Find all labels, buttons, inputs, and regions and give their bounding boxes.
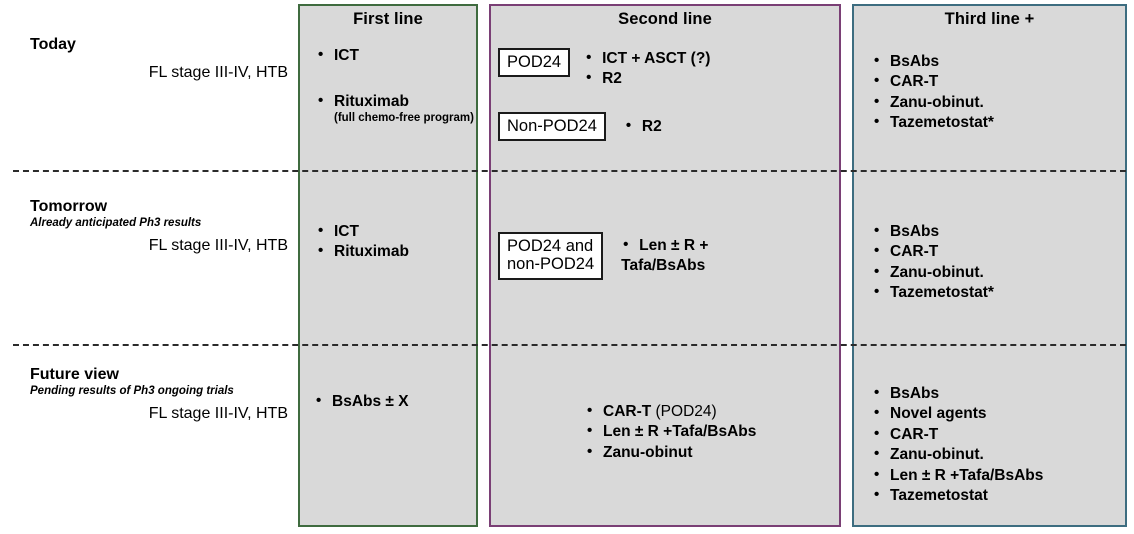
list-item: Len ± R +Tafa/BsAbs (621, 235, 708, 277)
column-header-third-line: Third line + (944, 10, 1035, 28)
era-label-today: Today FL stage III-IV, HTB (30, 36, 288, 82)
cell-future-first-line: BsAbs ± X (314, 391, 409, 412)
list-item: BsAbs (872, 383, 1043, 404)
tag-pod24: POD24 (498, 48, 571, 78)
list-item: Zanu-obinut (585, 442, 756, 463)
list-item: Len ± R +Tafa/BsAbs (585, 421, 756, 442)
list-item: CAR-T (872, 424, 1043, 445)
tag-pod24-and-non-pod24: POD24 and non-POD24 (498, 232, 604, 280)
era-subtitle-tomorrow: Already anticipated Ph3 results (30, 217, 202, 230)
list-item-qualifier: (POD24) (651, 403, 717, 420)
era-stage-tomorrow: FL stage III-IV, HTB (148, 237, 288, 255)
list-item: CAR-T (POD24) (585, 401, 756, 422)
list-item: ICT + ASCT (?) (584, 48, 710, 69)
list-item: Rituximab (316, 241, 409, 262)
list-item: BsAbs ± X (314, 391, 409, 412)
column-header-second-line: Second line (618, 10, 712, 28)
list-item: Novel agents (872, 403, 1043, 424)
era-title-today: Today (30, 36, 76, 53)
list-item: Len ± R +Tafa/BsAbs (872, 465, 1043, 486)
column-header-first-line: First line (353, 10, 423, 28)
era-stage-future: FL stage III-IV, HTB (148, 405, 288, 423)
list-item: Zanu-obinut. (872, 92, 994, 113)
list-item: BsAbs (872, 221, 994, 242)
list-item: Zanu-obinut. (872, 444, 1043, 465)
list-item: BsAbs (872, 51, 994, 72)
cell-tomorrow-first-line: ICT Rituximab (316, 221, 409, 263)
list-item: R2 (584, 68, 710, 89)
cell-future-third-line: BsAbs Novel agents CAR-T Zanu-obinut. Le… (872, 383, 1043, 507)
cell-today-second-line-non-pod24: Non-POD24 R2 (498, 112, 662, 142)
list-item-wrap: Tafa/BsAbs (621, 257, 706, 275)
era-title-tomorrow: Tomorrow (30, 198, 108, 215)
cell-future-second-line: CAR-T (POD24) Len ± R +Tafa/BsAbs Zanu-o… (585, 401, 756, 463)
list-item: CAR-T (872, 71, 994, 92)
row-divider-tomorrow-future (13, 344, 1126, 346)
tag-non-pod24: Non-POD24 (498, 112, 606, 142)
column-frame-first-line (298, 4, 478, 527)
list-item: ICT (316, 221, 409, 242)
list-item: R2 (624, 116, 662, 137)
era-title-future: Future view (30, 366, 119, 383)
list-item: Rituximab(full chemo-free program) (316, 91, 474, 125)
list-item: Tazemetostat (872, 485, 1043, 506)
era-stage-today: FL stage III-IV, HTB (148, 64, 288, 82)
era-label-future: Future view Pending results of Ph3 ongoi… (30, 366, 288, 423)
list-item: Tazemetostat* (872, 282, 994, 303)
cell-tomorrow-second-line: POD24 and non-POD24 Len ± R +Tafa/BsAbs (498, 232, 708, 280)
list-item-note: (full chemo-free program) (334, 111, 474, 124)
cell-today-first-line: ICT Rituximab(full chemo-free program) (316, 45, 474, 126)
list-item: CAR-T (872, 241, 994, 262)
list-item: Zanu-obinut. (872, 262, 994, 283)
era-subtitle-future: Pending results of Ph3 ongoing trials (30, 385, 234, 398)
list-item: Tazemetostat* (872, 112, 994, 133)
era-label-tomorrow: Tomorrow Already anticipated Ph3 results… (30, 198, 288, 255)
cell-today-third-line: BsAbs CAR-T Zanu-obinut. Tazemetostat* (872, 51, 994, 134)
cell-tomorrow-third-line: BsAbs CAR-T Zanu-obinut. Tazemetostat* (872, 221, 994, 304)
row-divider-today-tomorrow (13, 170, 1126, 172)
cell-today-second-line-pod24: POD24 ICT + ASCT (?) R2 (498, 48, 710, 90)
list-item: ICT (316, 45, 474, 66)
